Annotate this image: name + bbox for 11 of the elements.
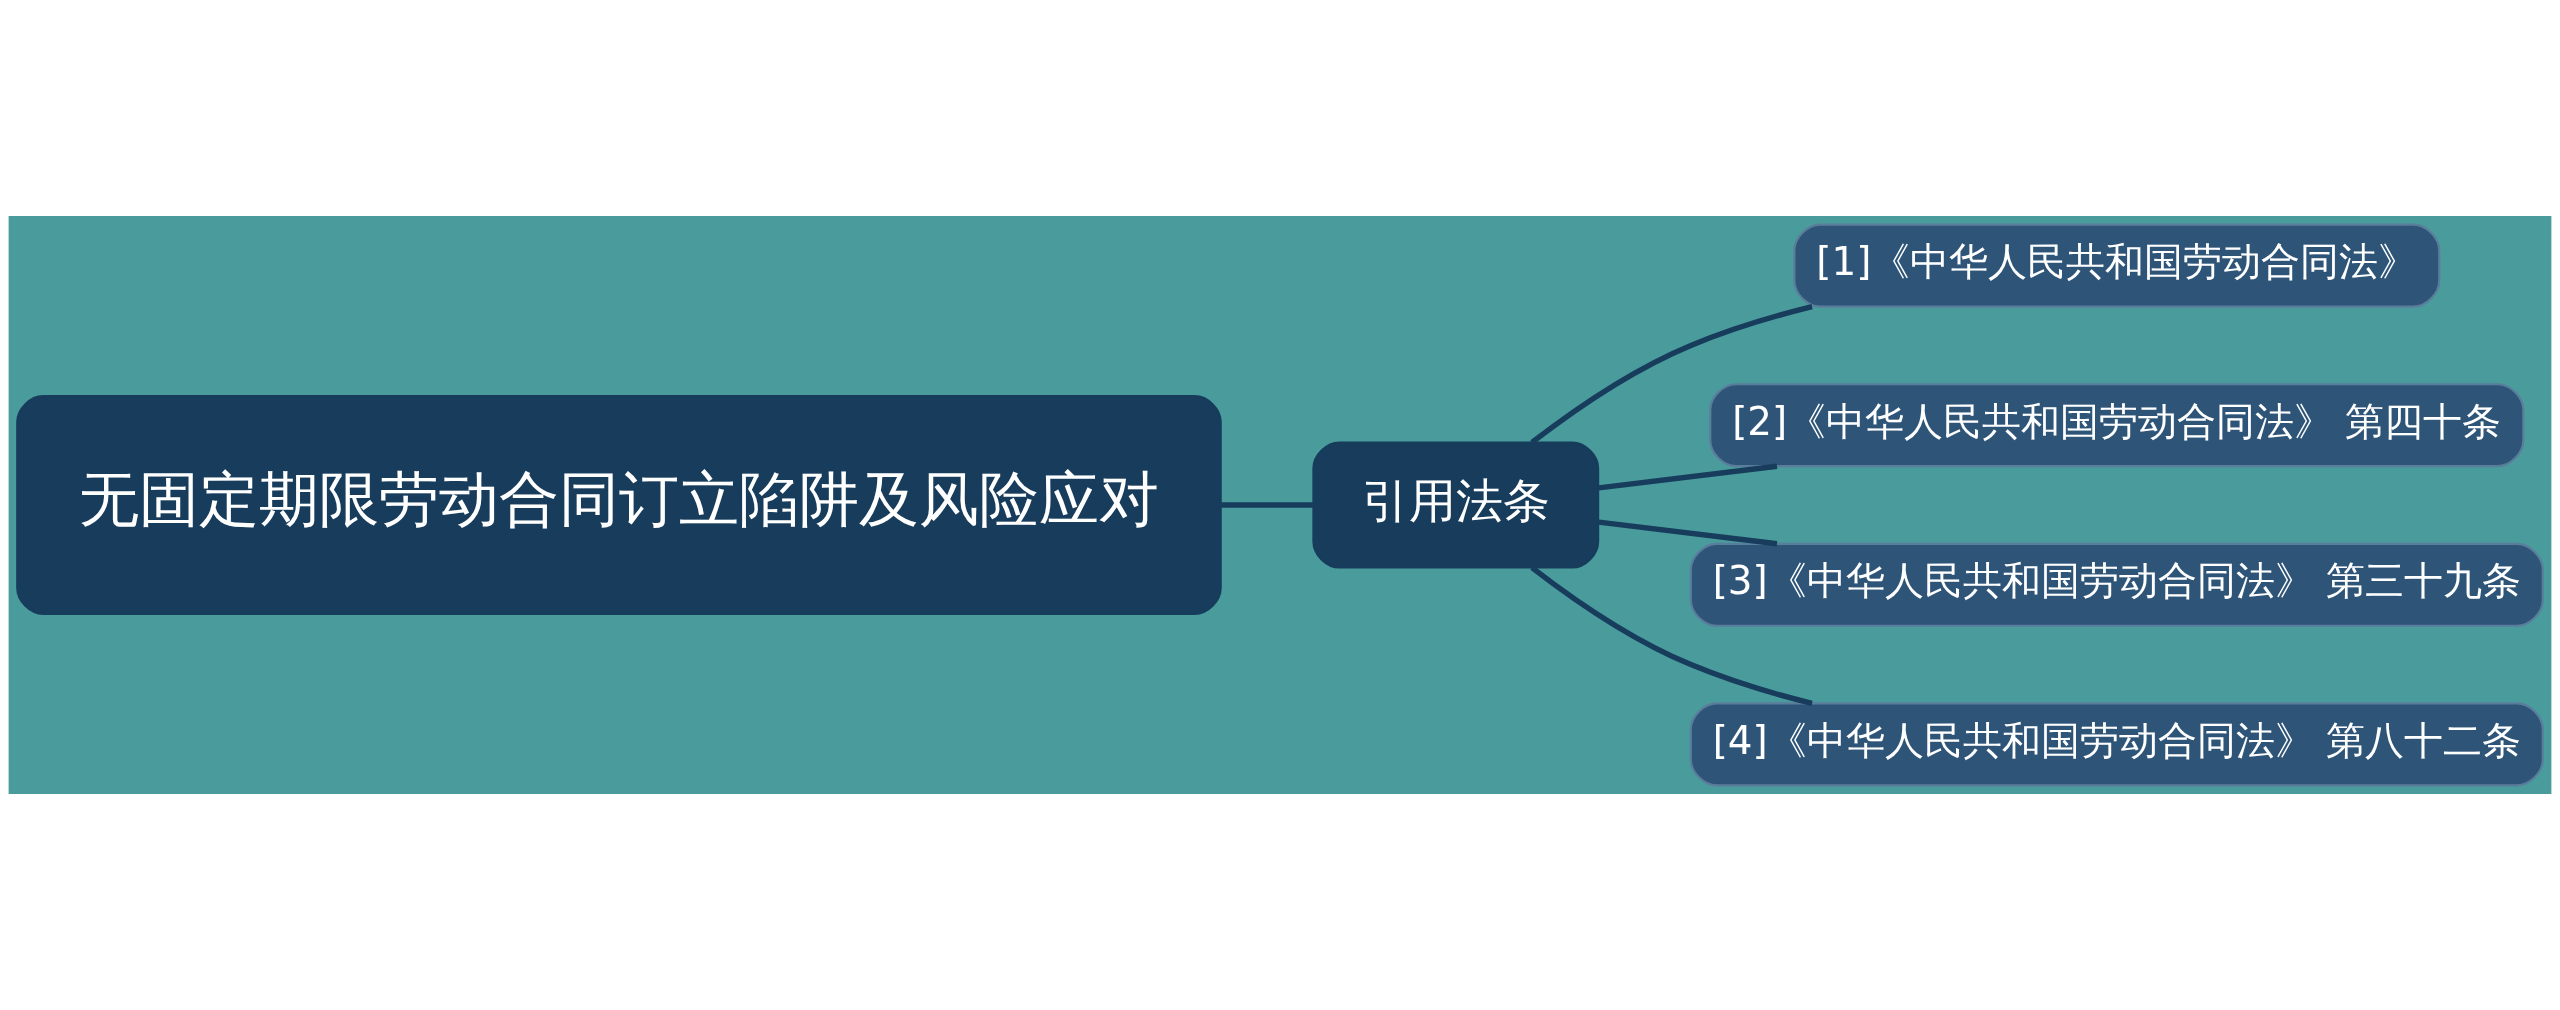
node-box: 引用法条 [1312, 441, 1600, 569]
node-box: [1]《中华人民共和国劳动合同法》 [1793, 223, 2441, 308]
connector [1598, 463, 1778, 491]
node-box: [2]《中华人民共和国劳动合同法》 第四十条 [1709, 383, 2525, 468]
connector [1221, 502, 1313, 508]
node-box: 无固定期限劳动合同订立陷阱及风险应对 [16, 395, 1222, 615]
node-box: [4]《中华人民共和国劳动合同法》 第八十二条 [1689, 702, 2544, 787]
connector [1598, 519, 1778, 547]
connector [1530, 304, 1813, 445]
connector [1530, 565, 1813, 706]
node-box: [3]《中华人民共和国劳动合同法》 第三十九条 [1689, 542, 2544, 627]
